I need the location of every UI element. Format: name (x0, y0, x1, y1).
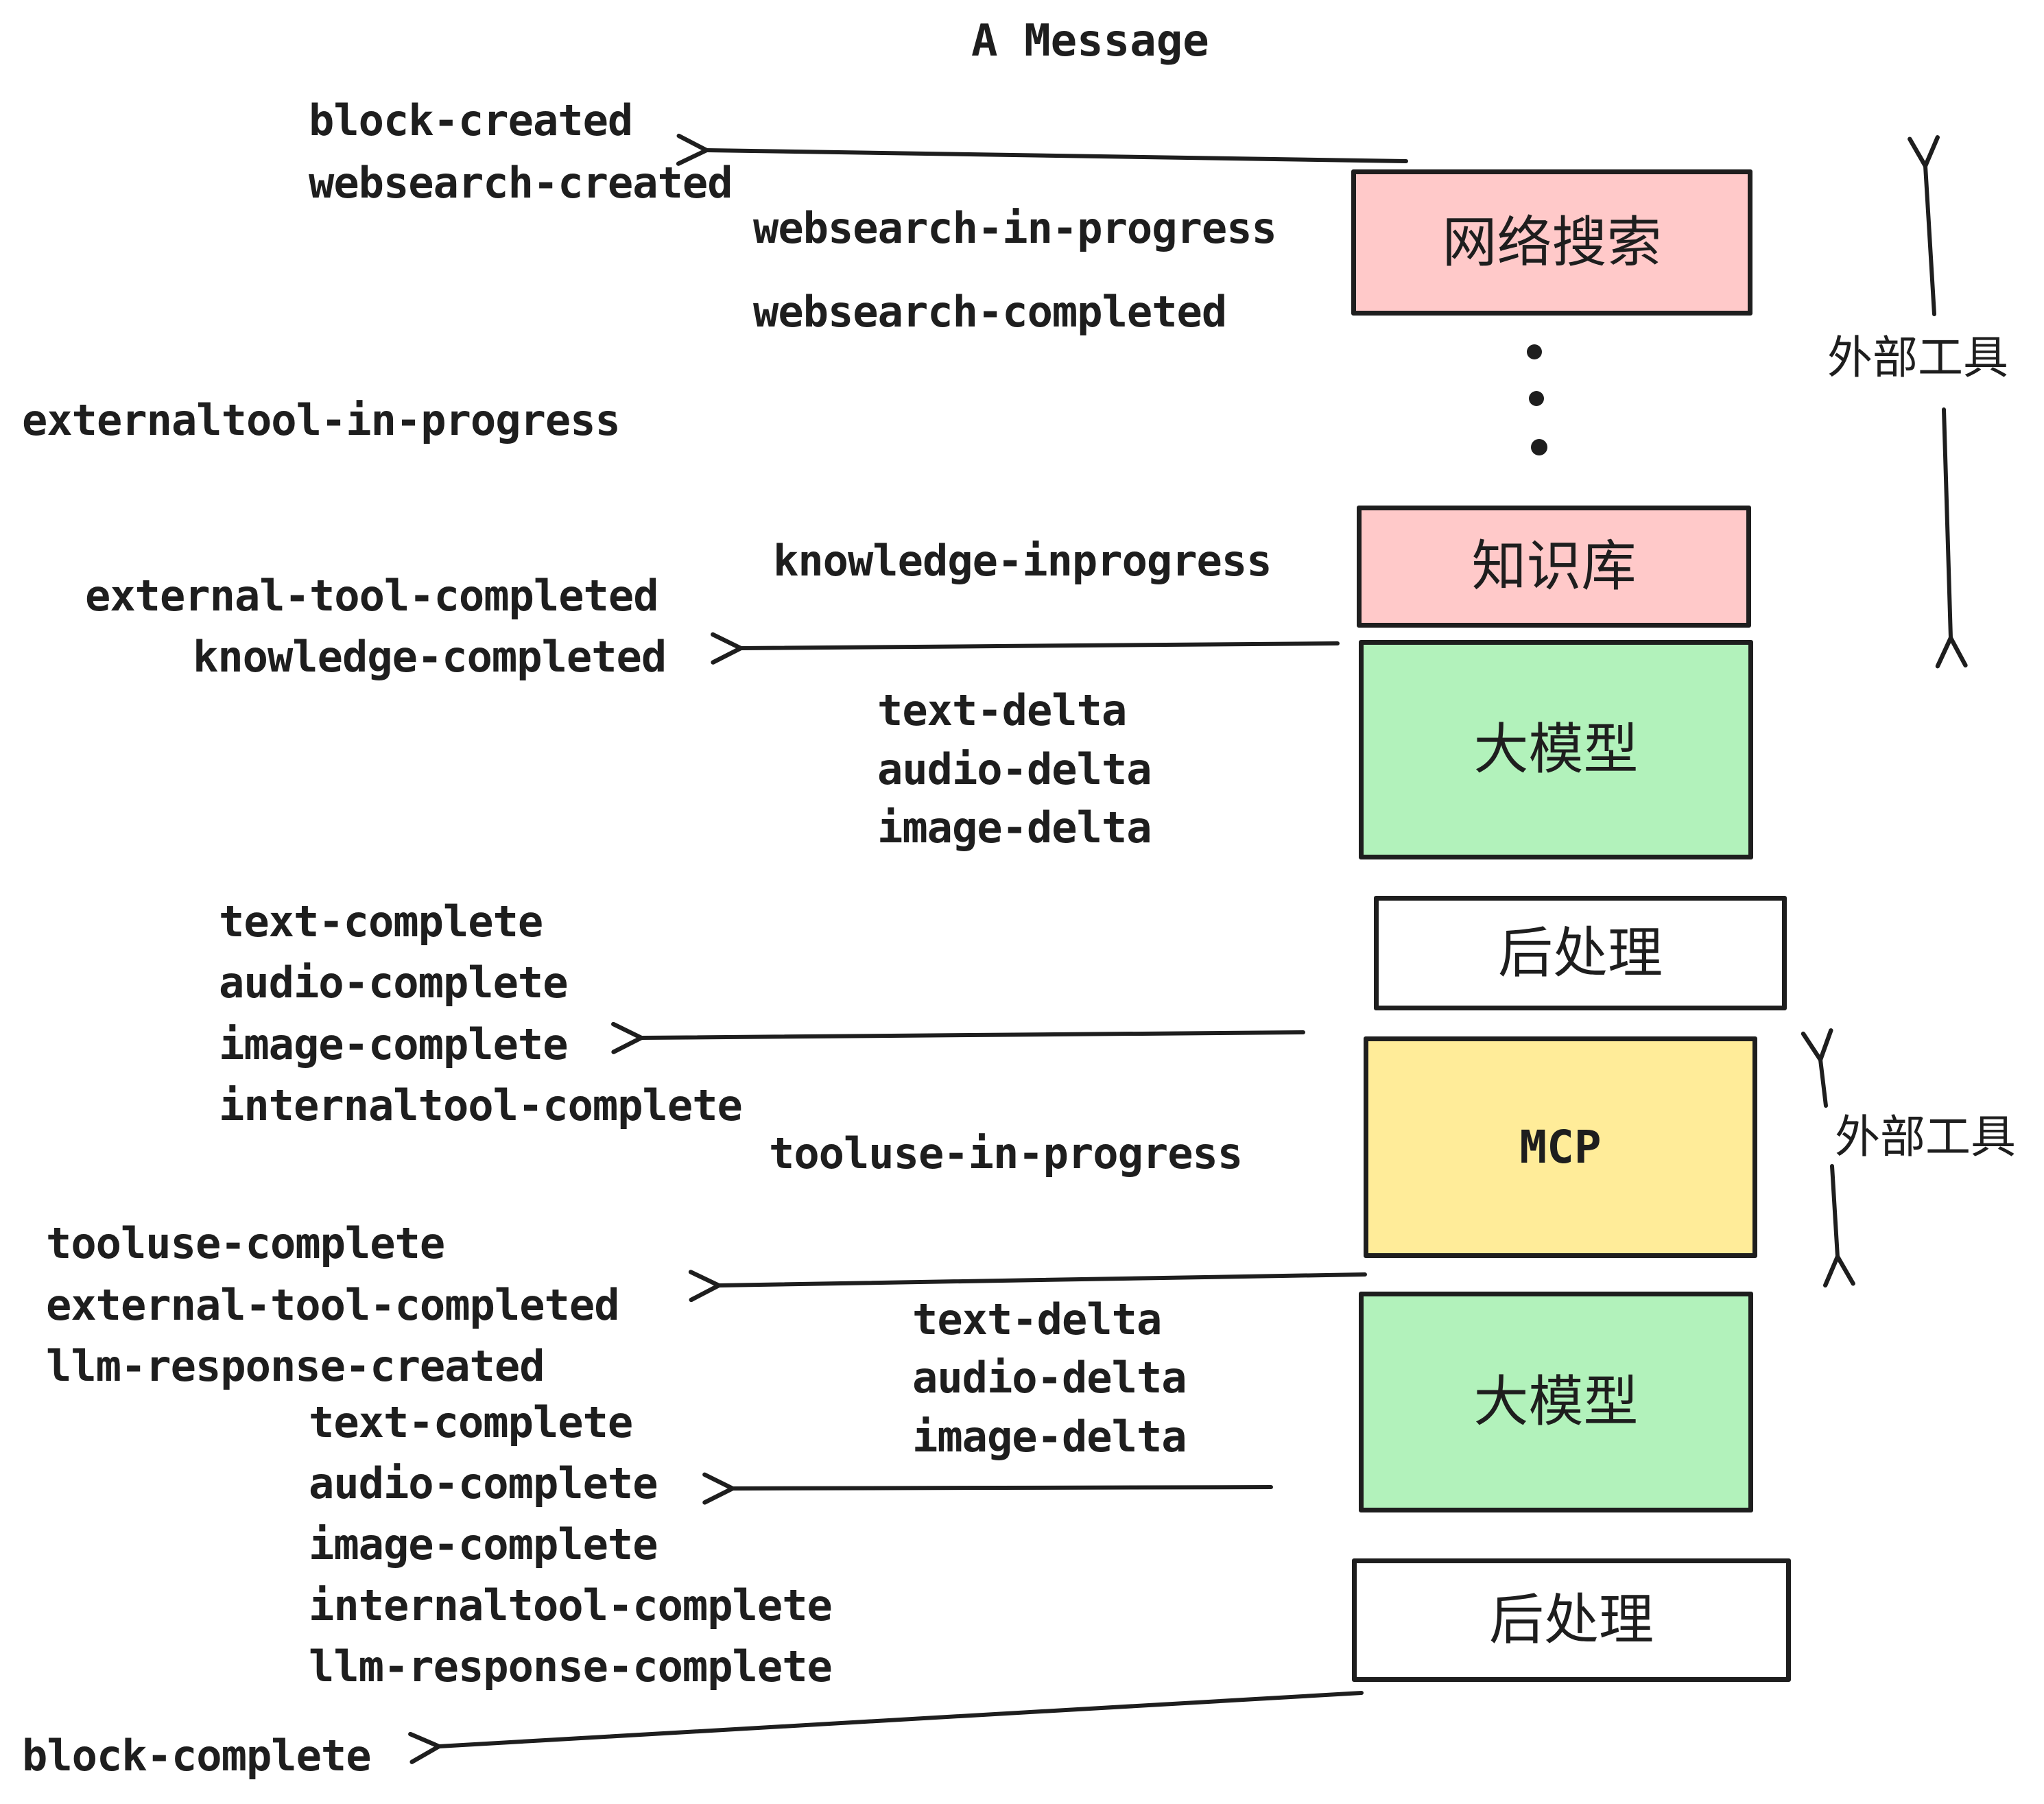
box-websearch-label: 网络搜索 (1442, 210, 1662, 274)
event-label-text-complete-1: text-complete (219, 897, 543, 947)
event-label-audio-delta-2: audio-delta (912, 1353, 1187, 1403)
box-llm-top: 大模型 (1359, 640, 1753, 859)
side-label-external-tools-bottom: 外部工具 (1835, 1111, 2016, 1163)
arrow-external-tools-bottom-down (1823, 1164, 1855, 1287)
arrow-audio-complete (702, 1472, 1273, 1505)
event-label-text-delta-2: text-delta (912, 1294, 1162, 1344)
arrow-tooluse-complete (688, 1270, 1367, 1303)
side-label-external-tools-top: 外部工具 (1827, 331, 2008, 384)
event-label-block-created: block-created (309, 95, 633, 145)
event-label-external-tool-completed-1: external-tool-completed (85, 571, 659, 621)
event-label-externaltool-in-progress: externaltool-in-progress (22, 395, 621, 445)
event-label-image-complete-1: image-complete (219, 1019, 569, 1069)
box-mcp-label: MCP (1519, 1120, 1602, 1174)
box-llm-bottom-label: 大模型 (1473, 1370, 1639, 1434)
event-label-audio-delta-1: audio-delta (877, 744, 1152, 794)
ellipsis-dots (1527, 344, 1547, 455)
box-knowledge-label: 知识库 (1471, 534, 1637, 598)
event-label-image-delta-1: image-delta (877, 803, 1152, 853)
box-post-bottom-label: 后处理 (1489, 1588, 1654, 1652)
box-post-bottom: 后处理 (1352, 1558, 1791, 1682)
event-label-text-delta-1: text-delta (877, 685, 1127, 735)
box-llm-top-label: 大模型 (1473, 717, 1639, 781)
event-label-knowledge-completed: knowledge-completed (193, 632, 667, 682)
box-post-top-label: 后处理 (1498, 921, 1663, 985)
box-llm-bottom: 大模型 (1359, 1292, 1753, 1512)
event-label-llm-response-complete: llm-response-complete (309, 1641, 833, 1692)
event-label-audio-complete-1: audio-complete (219, 958, 569, 1008)
event-label-tooluse-complete: tooluse-complete (46, 1218, 445, 1268)
arrow-external-tools-top-up (1908, 135, 1940, 316)
event-label-external-tool-completed-2: external-tool-completed (46, 1280, 620, 1330)
box-knowledge: 知识库 (1357, 506, 1751, 628)
event-label-audio-complete-2: audio-complete (309, 1458, 658, 1508)
event-label-internaltool-complete-2: internaltool-complete (309, 1580, 833, 1630)
arrow-block-created (676, 133, 1408, 166)
event-label-websearch-created: websearch-created (309, 158, 733, 208)
event-label-websearch-in-progress: websearch-in-progress (753, 203, 1277, 253)
event-label-internaltool-complete-1: internaltool-complete (219, 1080, 743, 1130)
box-post-top: 后处理 (1374, 896, 1787, 1010)
event-label-llm-response-created: llm-response-created (46, 1341, 545, 1391)
event-label-image-delta-2: image-delta (912, 1412, 1187, 1462)
arrow-block-complete (408, 1691, 1364, 1764)
event-label-block-complete: block-complete (22, 1731, 372, 1781)
box-websearch: 网络搜索 (1351, 169, 1752, 316)
event-label-image-complete-2: image-complete (309, 1519, 658, 1569)
arrow-external-tools-bottom-up (1801, 1028, 1833, 1108)
event-label-knowledge-inprogress: knowledge-inprogress (773, 536, 1272, 586)
box-mcp: MCP (1364, 1036, 1757, 1258)
arrow-knowledge-completed (711, 632, 1340, 665)
diagram-title: A Message (971, 16, 1209, 67)
arrow-image-complete (611, 1021, 1305, 1054)
arrow-external-tools-top-down (1935, 407, 1968, 669)
event-label-text-complete-2: text-complete (309, 1397, 633, 1447)
event-label-tooluse-in-progress: tooluse-in-progress (769, 1128, 1243, 1178)
event-label-websearch-completed: websearch-completed (753, 287, 1227, 337)
